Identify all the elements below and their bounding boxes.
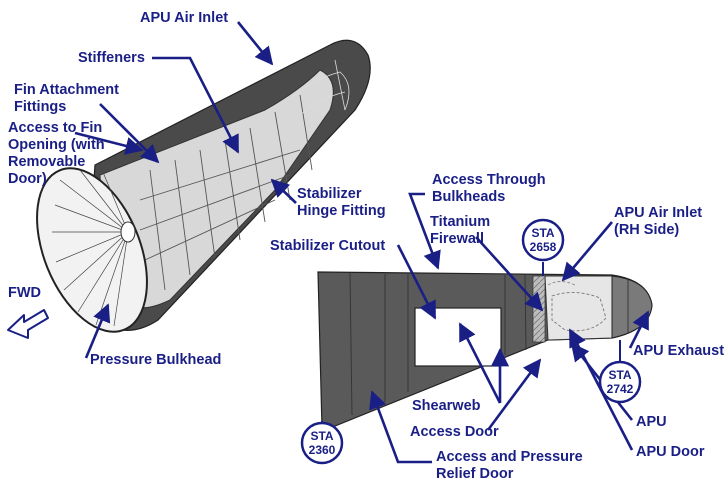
label-access-door: Access Door [410,424,499,440]
titanium-firewall [532,275,546,343]
label-fin-attachment: Fin Attachment Fittings [14,82,119,115]
pressure-bulkhead-dome [52,164,129,327]
sta-2742-value: 2742 [607,382,634,396]
label-access-pressure-relief-door: Access and Pressure Relief Door [436,449,583,482]
label-apu-door: APU Door [636,444,705,460]
bulkhead-center-ring [120,221,136,243]
tail-cone [611,275,653,339]
sta-2658-label: STA [531,226,554,240]
fwd-arrow [7,309,49,339]
label-stabilizer-hinge-fitting: Stabilizer Hinge Fitting [297,186,386,219]
label-shearweb: Shearweb [412,398,481,414]
sta-2742-label: STA [608,368,631,382]
label-access-through-bulkheads: Access Through Bulkheads [432,172,546,205]
internal-frames [139,94,313,291]
label-apu-air-inlet: APU Air Inlet [140,10,229,26]
label-access-fin-opening: Access to Fin Opening (with Removable Do… [8,120,105,187]
label-titanium-firewall: Titanium Firewall [430,214,491,247]
label-apu-air-inlet-rh: APU Air Inlet (RH Side) [614,205,703,238]
label-fwd: FWD [8,285,42,301]
label-stabilizer-cutout: Stabilizer Cutout [270,238,386,254]
apu-outline [551,292,607,332]
cutaway-fuselage [36,39,371,333]
label-apu: APU [636,414,667,430]
sta-2360-label: STA [310,429,333,443]
station-2360: STA 2360 [300,421,344,465]
station-2742: STA 2742 [598,340,642,404]
leader-lines [74,21,650,464]
side-profile [317,271,653,429]
station-2658: STA 2658 [521,218,565,276]
stabilizer-cutout [414,307,502,367]
sta-2360-value: 2360 [309,443,336,457]
sta-2658-value: 2658 [530,240,557,254]
label-stiffeners: Stiffeners [78,50,145,66]
label-pressure-bulkhead: Pressure Bulkhead [90,352,222,368]
apu-compartment [289,59,350,116]
label-apu-exhaust: APU Exhaust [633,343,725,359]
